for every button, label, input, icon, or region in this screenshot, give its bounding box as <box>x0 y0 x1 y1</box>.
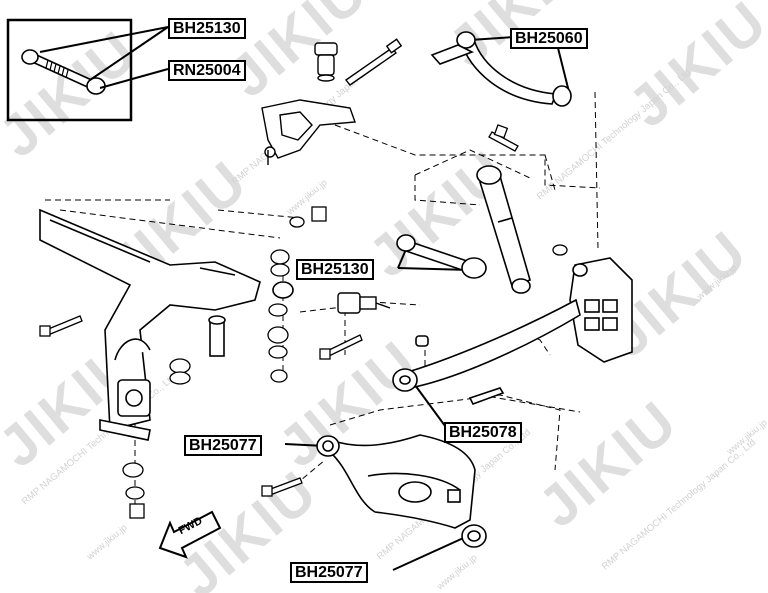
small-bolts-top <box>488 124 568 256</box>
lower-arm <box>316 434 487 548</box>
watermark-logo: JIKIU <box>217 0 380 110</box>
label-bh25077-left[interactable]: BH25077 <box>184 435 262 456</box>
label-bh25060[interactable]: BH25060 <box>510 28 588 49</box>
label-bh25078[interactable]: BH25078 <box>444 422 522 443</box>
inset-lateral-link <box>21 49 106 95</box>
label-bh25130-mid[interactable]: BH25130 <box>296 259 374 280</box>
subframe <box>39 208 294 441</box>
fwd-arrow <box>158 510 222 559</box>
watermark-url: www.jikiu.jp <box>84 522 129 563</box>
subframe-bushings <box>122 206 327 519</box>
shock-absorber <box>476 165 531 294</box>
watermark-url: www.jikiu.jp <box>434 552 479 593</box>
label-bh25130-top[interactable]: BH25130 <box>168 18 246 39</box>
upper-arm <box>430 31 572 107</box>
upper-mount-bracket <box>261 99 356 165</box>
center-block <box>337 292 391 314</box>
inset-box <box>6 18 133 122</box>
bump-stop <box>314 42 338 82</box>
label-rn25004[interactable]: RN25004 <box>168 60 246 81</box>
lateral-link-middle <box>396 234 487 279</box>
label-bh25077-bottom[interactable]: BH25077 <box>290 562 368 583</box>
trailing-arm <box>392 298 581 405</box>
mount-bolt <box>344 38 403 86</box>
bolts-left <box>39 315 363 497</box>
watermark-logo: JIKIU <box>0 18 150 170</box>
